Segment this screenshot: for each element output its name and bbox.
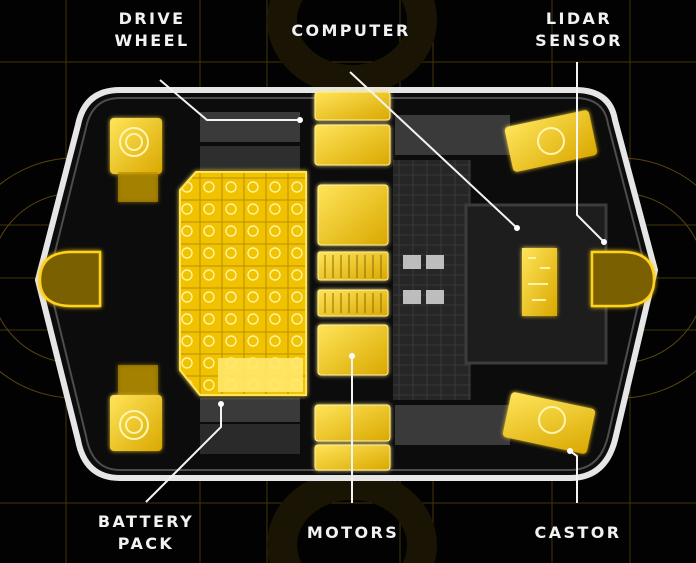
label-line: PACK xyxy=(117,534,175,553)
label-computer: COMPUTER xyxy=(288,20,414,42)
label-line: DRIVE xyxy=(118,9,186,28)
callout-lines xyxy=(145,62,605,503)
label-line: BATTERY xyxy=(97,512,195,531)
side-bumper-left xyxy=(38,250,102,308)
callout-dots xyxy=(218,117,607,454)
computer xyxy=(522,248,557,316)
label-castor: CASTOR xyxy=(530,522,626,544)
label-line: SENSOR xyxy=(535,31,623,50)
label-lidar-sensor: LIDAR SENSOR xyxy=(534,8,624,52)
label-line: WHEEL xyxy=(114,31,190,50)
label-line: MOTORS xyxy=(306,523,400,542)
battery-pack xyxy=(179,171,307,396)
lidar-sensor xyxy=(590,250,656,308)
label-motors: MOTORS xyxy=(298,522,408,544)
drive-wheel-bottom xyxy=(110,365,162,451)
label-line: COMPUTER xyxy=(291,21,411,40)
motors-assembly xyxy=(314,91,391,471)
label-line: CASTOR xyxy=(534,523,622,542)
castor-bottom xyxy=(502,392,596,454)
castor-top xyxy=(504,110,598,172)
label-line: LIDAR xyxy=(545,9,613,28)
label-battery-pack: BATTERY PACK xyxy=(92,511,200,555)
label-drive-wheel: DRIVE WHEEL xyxy=(100,8,204,52)
drive-wheel-top xyxy=(110,118,162,202)
